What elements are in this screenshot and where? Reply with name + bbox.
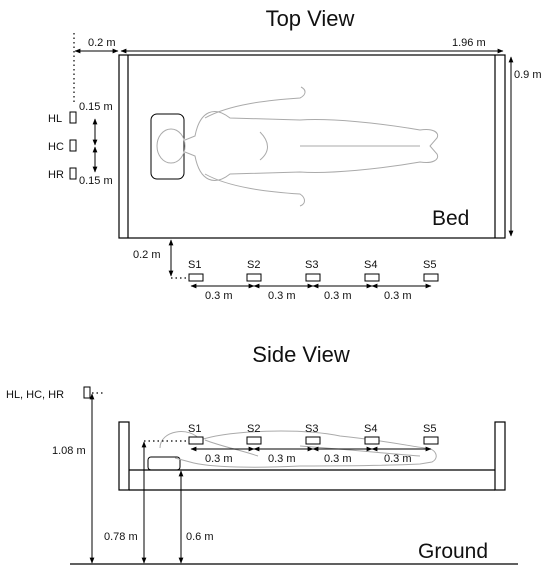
- top-sensor-label-s3: S3: [305, 259, 318, 271]
- side-head-sensor-label: HL, HC, HR: [6, 389, 64, 401]
- ground-label: Ground: [418, 540, 488, 563]
- side-sensor-s2-icon: [246, 436, 262, 445]
- head-sensor-label-hr: HR: [48, 169, 64, 181]
- top-spacing-label-4: 0.3 m: [384, 290, 412, 302]
- side-sensor-label-s4: S4: [364, 423, 377, 435]
- dim-offset-x-label: 0.2 m: [88, 37, 116, 49]
- top-view-title: Top View: [266, 6, 355, 31]
- top-spacing-label-3: 0.3 m: [324, 290, 352, 302]
- head-sensor-label-hc: HC: [48, 141, 64, 153]
- dim-bed-height-label: 0.6 m: [186, 531, 214, 543]
- dim-head-upper-label: 0.15 m: [79, 101, 113, 113]
- side-pillow: [147, 456, 181, 471]
- top-sensor-label-s2: S2: [247, 259, 260, 271]
- top-sensor-row: S1 S2 S3 S4 S5: [188, 259, 439, 282]
- dim-head-lower-label: 0.15 m: [79, 175, 113, 187]
- side-sensor-s5-icon: [423, 436, 439, 445]
- head-sensor-hc-icon: [69, 139, 77, 152]
- dim-width-label: 0.9 m: [514, 69, 542, 81]
- head-sensor-group: HL HC HR: [48, 111, 77, 181]
- side-view-title: Side View: [252, 342, 350, 367]
- top-sensor-s5-icon: [423, 273, 439, 282]
- top-sensor-s1-icon: [188, 273, 204, 282]
- top-spacing-label-2: 0.3 m: [268, 290, 296, 302]
- dim-sensor-height-label: 0.78 m: [104, 531, 138, 543]
- dim-head-height-label: 1.08 m: [52, 445, 86, 457]
- bed-label: Bed: [432, 207, 469, 230]
- top-sensor-s3-icon: [305, 273, 321, 282]
- top-sensor-s2-icon: [246, 273, 262, 282]
- side-spacing-label-1: 0.3 m: [205, 453, 233, 465]
- top-sensor-label-s4: S4: [364, 259, 377, 271]
- side-sensor-label-s3: S3: [305, 423, 318, 435]
- dim-length-label: 1.96 m: [452, 37, 486, 49]
- side-sensor-label-s1: S1: [188, 423, 201, 435]
- top-sensor-label-s5: S5: [423, 259, 436, 271]
- head-sensor-label-hl: HL: [48, 113, 62, 125]
- top-pillow: [150, 113, 185, 180]
- side-sensor-s3-icon: [305, 436, 321, 445]
- top-sensor-s4-icon: [364, 273, 380, 282]
- side-sensor-row: S1 S2 S3 S4 S5: [188, 423, 439, 445]
- top-spacing-label-1: 0.3 m: [205, 290, 233, 302]
- head-sensor-hr-icon: [69, 167, 77, 180]
- side-sensor-s4-icon: [364, 436, 380, 445]
- top-human-figure: [156, 86, 439, 207]
- side-spacing-label-3: 0.3 m: [324, 453, 352, 465]
- side-head-sensor-icon: [83, 386, 91, 399]
- dim-sensor-offset-label: 0.2 m: [133, 249, 161, 261]
- side-sensor-s1-icon: [188, 436, 204, 445]
- side-sensor-label-s5: S5: [423, 423, 436, 435]
- side-bed: [118, 421, 506, 491]
- side-spacing-label-4: 0.3 m: [384, 453, 412, 465]
- side-sensor-label-s2: S2: [247, 423, 260, 435]
- top-bed-frame: [118, 54, 506, 239]
- top-sensor-label-s1: S1: [188, 259, 201, 271]
- head-sensor-hl-icon: [69, 111, 77, 124]
- side-spacing-label-2: 0.3 m: [268, 453, 296, 465]
